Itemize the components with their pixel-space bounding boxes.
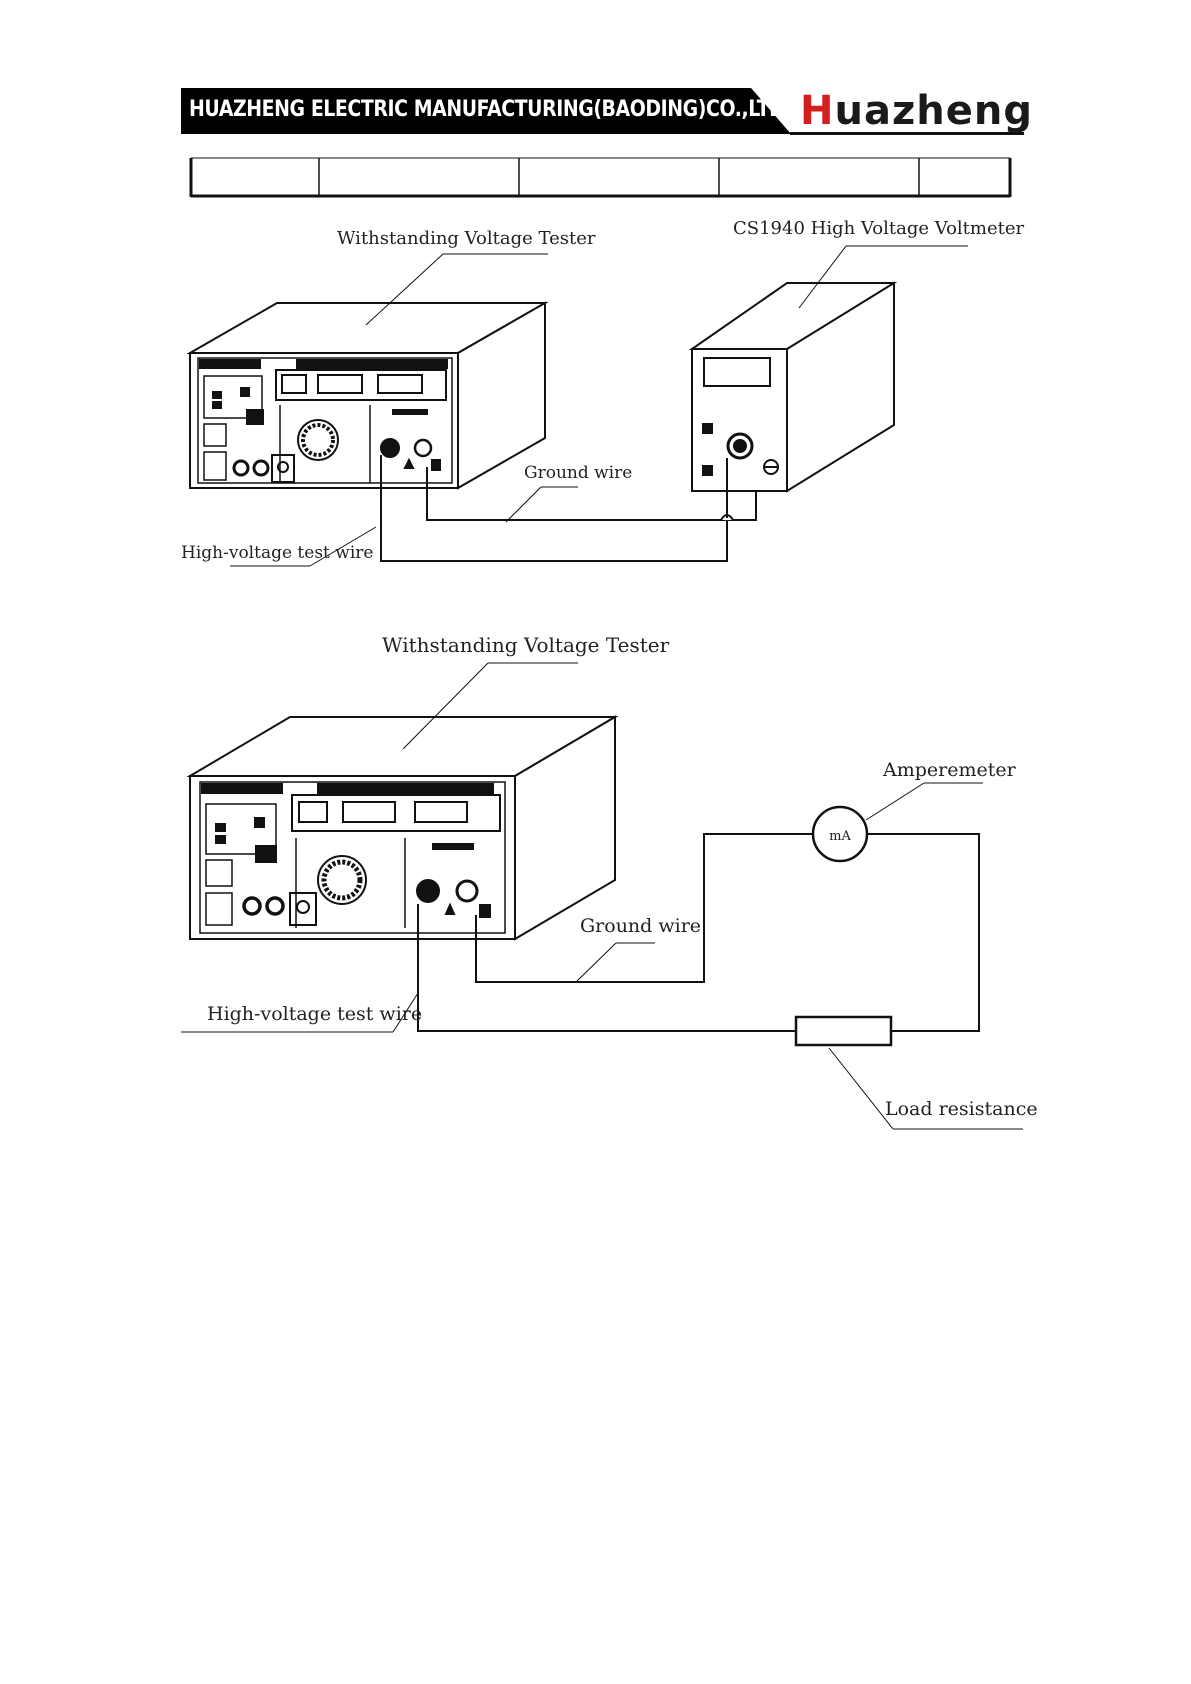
load-resistor-symbol [796, 1017, 891, 1045]
tester-device-2 [190, 717, 615, 939]
tester-label-2: Withstanding Voltage Tester [382, 633, 670, 657]
ammeter-label: Amperemeter [882, 759, 1017, 781]
ground-wire-label-2: Ground wire [580, 915, 701, 937]
ammeter-unit: mA [829, 829, 851, 844]
voltmeter-label: CS1940 High Voltage Voltmeter [733, 218, 1025, 239]
load-resistance-label: Load resistance [885, 1098, 1038, 1120]
voltmeter-device [692, 283, 894, 491]
header-table [191, 158, 1010, 197]
ammeter-to-load-wire [867, 834, 979, 1031]
tester-label-1: Withstanding Voltage Tester [337, 228, 596, 249]
tester-device-1 [190, 303, 545, 488]
ground-wire-label-1: Ground wire [524, 463, 632, 483]
hv-wire-label-1: High-voltage test wire [181, 543, 373, 563]
diagram-1 [190, 246, 968, 566]
diagram-2 [181, 663, 1023, 1129]
hv-wire-label-2: High-voltage test wire [207, 1003, 422, 1025]
